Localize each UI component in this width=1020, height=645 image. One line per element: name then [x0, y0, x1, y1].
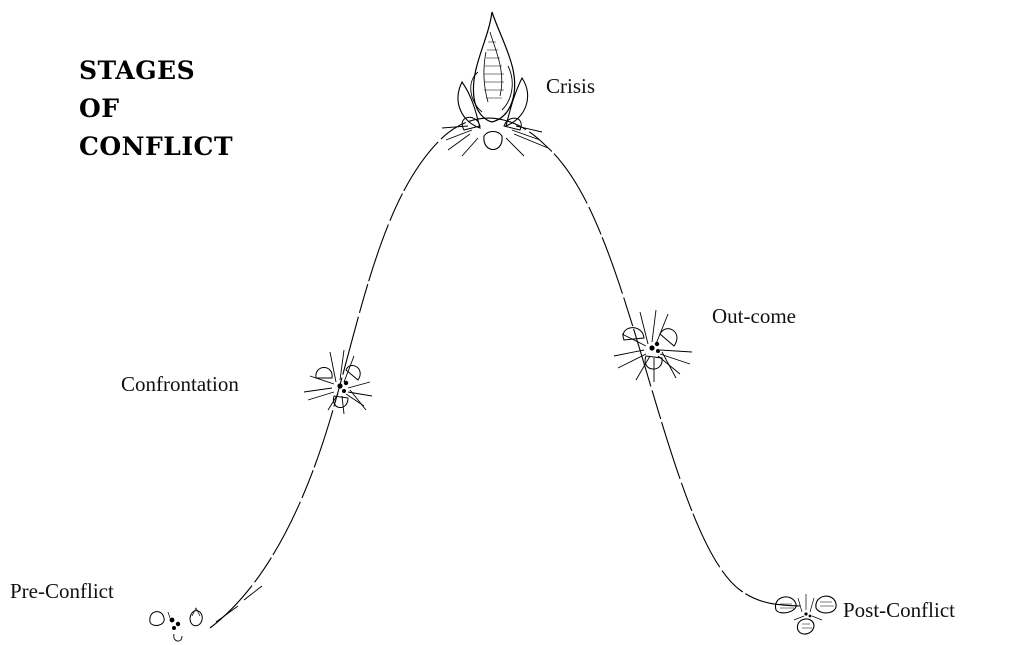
label-confrontation: Confrontation: [121, 372, 239, 397]
pre-conflict-icon: [150, 608, 202, 641]
curve-start-dash: [216, 586, 262, 622]
label-crisis: Crisis: [546, 74, 595, 99]
label-post-conflict: Post-Conflict: [843, 598, 955, 623]
label-pre-conflict: Pre-Conflict: [10, 579, 114, 604]
label-outcome: Out-come: [712, 304, 796, 329]
confrontation-icon: [304, 350, 372, 414]
conflict-curve: [210, 118, 800, 628]
outcome-icon: [614, 310, 692, 382]
post-conflict-icon: [775, 594, 836, 634]
